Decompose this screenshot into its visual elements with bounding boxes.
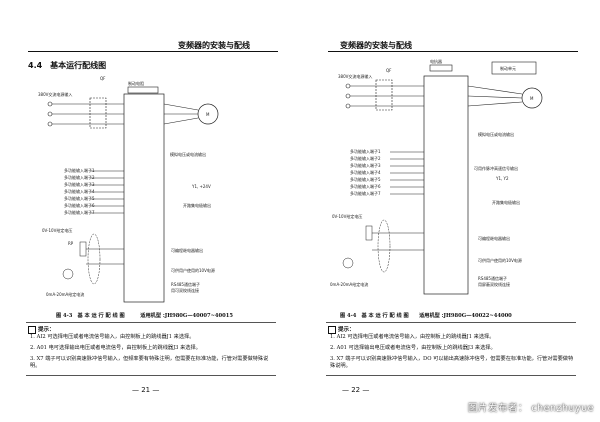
open-collector-label: 开路集电极输出: [492, 199, 520, 205]
page-header: 变频器的安装与配线: [178, 41, 250, 50]
right-page: 变频器的安装与配线 380V交流电源输入 QF 电抗器 制动单元 M 模拟电压或…: [300, 0, 600, 422]
reactor-symbol: [429, 64, 453, 72]
three-phase-input: [47, 97, 124, 129]
tip-box: [326, 322, 576, 376]
rs485-label: RS485通信端子: [478, 275, 507, 281]
current-in-label: 0mA-20mA给定电流: [330, 281, 368, 287]
motor-label: M: [206, 112, 210, 117]
inverter-block: [123, 93, 165, 303]
wiring-diagram-left: 380V交流电源输入 QF 制动电阻 M 模拟电压或电流输出 多功能输入端子1 …: [38, 76, 219, 303]
figure-caption: 图 4-4 基 本 运 行 配 线 图 适用机型 :JH980G—40022~4…: [340, 313, 512, 319]
note-3: 3. X7 端子可以识别高速脉冲信号输入，DO 可以输出高速脉冲信号，但需要在标…: [330, 356, 574, 369]
analog-in-label: 0V-10V给定电压: [42, 227, 72, 233]
input-label-2: 多功能输入端子2: [64, 174, 95, 180]
tip-label: 提示：: [338, 327, 355, 333]
relay-label: 可编程继电器输出: [478, 235, 510, 241]
tip-icon: [328, 325, 336, 334]
rs485-cable-label: 用可双绞线连接: [171, 287, 199, 293]
current-in-label: 0mA-20mA给定电流: [46, 291, 84, 297]
left-page: 变频器的安装与配线 4.4 基本运行配线图 380V交流电源输入 QF 制动电阻…: [26, 41, 278, 394]
input-label-7: 多功能输入端子7: [64, 209, 95, 215]
power-label: 可供用户使用的10V电源: [478, 257, 522, 263]
tip-label: 提示：: [38, 327, 55, 333]
analog-in-label: 0V-10V给定电压: [332, 213, 362, 219]
page-number: — 21 —: [132, 386, 160, 394]
qf-label: QF: [386, 68, 392, 73]
multi-function-inputs: [390, 151, 424, 195]
v24-label: Y1, +24V: [191, 184, 211, 189]
section-title: 4.4 基本运行配线图: [28, 61, 107, 70]
supply-label: 380V交流电源输入: [338, 73, 372, 79]
note-2: 2. A01 可选择输出电压或者电流信号，由控制板上的跳线器J3 来选择。: [330, 345, 496, 351]
tip-icon: [28, 325, 36, 334]
input-label-1: 多功能输入端子1: [350, 148, 381, 154]
note-3: 3. X7 端子可以识别高速脉冲信号输入，但频率要有特殊注明，但需要在标准功能，…: [30, 356, 269, 369]
reactor-label: 电抗器: [430, 58, 442, 64]
input-label-1: 多功能输入端子1: [64, 167, 95, 173]
open-collector-label: 开路集电极输出: [183, 202, 211, 208]
wiring-diagram-right: 380V交流电源输入 QF 电抗器 制动单元 M 模拟电压或电流输出 可用作脉冲…: [330, 58, 543, 295]
rs485-label: RS485通信端子: [171, 281, 200, 287]
input-label-6: 多功能输入端子6: [64, 202, 95, 208]
tip-heading: 提示：: [328, 325, 355, 334]
pulse-out-label: 可用作脉冲高速信号输出: [474, 165, 518, 171]
watermark: 图片发布者： chenzhuyue: [467, 403, 594, 414]
inverter-block: [423, 75, 469, 295]
brake-unit-box: [491, 61, 537, 75]
note-1: 1. AI2 可选择电压或者电流信号输入，由控制板上的跳线器J1 来选择。: [30, 334, 195, 340]
power-label: 可供用户使用的10V电源: [171, 267, 215, 273]
brake-unit-label: 制动单元: [500, 65, 516, 71]
note-1: 1. AI2 可选择电压或者电流信号输入，由控制板上的跳线器J1 来选择。: [330, 334, 495, 340]
input-label-4: 多功能输入端子4: [64, 188, 95, 194]
figure-caption: 图 4-3 基 本 运 行 配 线 图 适用机型 :JH980G—40007~4…: [56, 313, 233, 319]
note-2: 2. A01 电可选择输出电压或者电流信号，由控制板上的跳线器J3 来选择。: [30, 345, 201, 351]
input-label-5: 多功能输入端子5: [350, 176, 381, 182]
page-number: — 22 —: [342, 386, 370, 394]
input-label-5: 多功能输入端子5: [64, 195, 95, 201]
motor-label: M: [530, 96, 534, 101]
input-label-3: 多功能输入端子3: [350, 162, 381, 168]
v24-label: Y1, Y2: [495, 176, 509, 181]
brake-label: 制动电阻: [128, 80, 144, 86]
rs485-cable-label: 用屏蔽双绞线连接: [478, 281, 510, 287]
analog-input-wiring: [62, 233, 124, 285]
three-phase-input: [345, 79, 424, 111]
analog-out-label: 模拟电压或电流输出: [170, 151, 206, 157]
page-header: 变频器的安装与配线: [340, 41, 412, 50]
rp-label: RP: [68, 241, 74, 246]
analog-input-wiring: [342, 219, 424, 273]
tip-box: [26, 322, 276, 376]
multi-function-inputs: [90, 170, 124, 214]
header-rule: [328, 51, 578, 52]
supply-label: 380V交流电源输入: [38, 91, 72, 97]
analog-out-label: 模拟电压或电流输出: [478, 131, 514, 137]
tip-heading: 提示：: [28, 325, 55, 334]
relay-label: 可编程继电器输出: [171, 247, 203, 253]
header-rule: [28, 51, 278, 52]
qf-label: QF: [100, 76, 106, 81]
input-label-3: 多功能输入端子3: [64, 181, 95, 187]
input-label-4: 多功能输入端子4: [350, 169, 381, 175]
input-label-2: 多功能输入端子2: [350, 155, 381, 161]
brake-resistor: [127, 86, 159, 94]
input-label-6: 多功能输入端子6: [350, 183, 381, 189]
input-label-7: 多功能输入端子7: [350, 190, 381, 196]
